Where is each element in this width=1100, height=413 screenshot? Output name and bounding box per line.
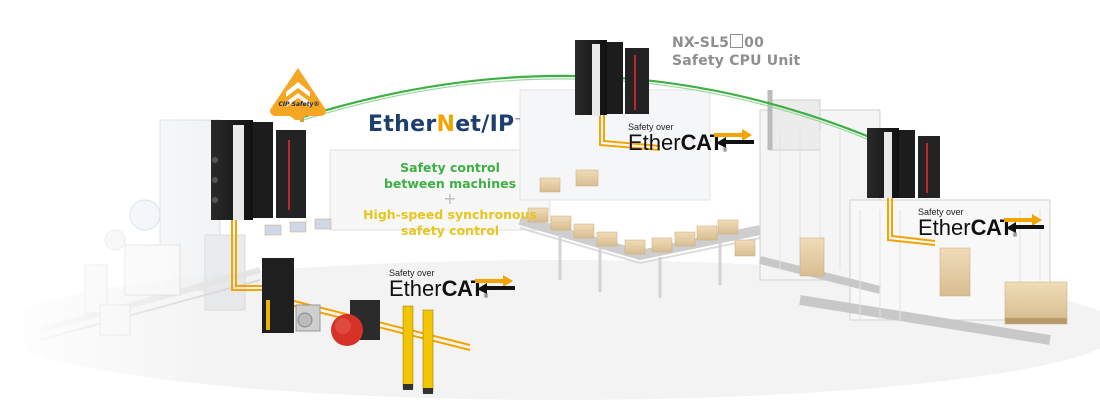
ethercat-logo: EtherCAT® bbox=[628, 129, 754, 162]
cip-safety-text: CIP Safety bbox=[278, 101, 314, 108]
placeholder-box-icon bbox=[730, 34, 744, 48]
model-prefix: NX-SL5 bbox=[672, 35, 730, 51]
ethercat-cat: CAT bbox=[680, 130, 724, 155]
cip-safety-badge-icon bbox=[270, 68, 326, 120]
ethercat-ether: Ether bbox=[918, 215, 971, 240]
safety-over-ethercat-badge-2: Safety over EtherCAT® bbox=[628, 122, 754, 162]
ethercat-prefix: Safety over bbox=[628, 122, 674, 132]
ethercat-reg: ® bbox=[1012, 233, 1018, 239]
ethercat-arrow-icon bbox=[475, 275, 515, 294]
enip-part1: Ether bbox=[368, 112, 437, 137]
enip-tm: ™ bbox=[514, 117, 521, 125]
feature-line-4: safety control bbox=[400, 223, 500, 238]
ethercat-ether: Ether bbox=[628, 130, 681, 155]
controller-left bbox=[211, 118, 306, 220]
emergency-stop bbox=[331, 300, 380, 346]
model-subtitle: Safety CPU Unit bbox=[672, 53, 801, 69]
feature-synchronous-safety: High-speed synchronous safety control bbox=[350, 207, 550, 239]
safety-over-ethercat-badge-1: Safety over EtherCAT® bbox=[389, 268, 515, 308]
ethercat-logo: EtherCAT® bbox=[389, 275, 515, 308]
servo-motor bbox=[295, 304, 321, 332]
ethercat-ether: Ether bbox=[389, 276, 442, 301]
light-curtain bbox=[402, 305, 434, 394]
ethercat-cat: CAT bbox=[441, 276, 485, 301]
ethercat-arrow-icon bbox=[714, 129, 754, 148]
controller-right bbox=[867, 128, 940, 198]
enip-part3: et/IP bbox=[455, 112, 515, 137]
model-suffix: 00 bbox=[744, 35, 765, 51]
feature-line-3: High-speed synchronous bbox=[363, 207, 537, 222]
cip-safety-label: CIP Safety® bbox=[275, 101, 323, 108]
ethercat-reg: ® bbox=[483, 294, 489, 300]
ethercat-arrow-icon bbox=[1004, 214, 1044, 233]
safety-over-ethercat-badge-3: Safety over EtherCAT® bbox=[918, 207, 1044, 247]
ethercat-prefix: Safety over bbox=[918, 207, 964, 217]
cip-safety-reg: ® bbox=[313, 101, 320, 108]
feature-safety-between-machines: Safety control between machines bbox=[360, 160, 540, 192]
feature-line-2: between machines bbox=[383, 176, 517, 191]
enip-part2: N bbox=[436, 112, 456, 137]
plus-icon: + bbox=[443, 189, 457, 208]
ethercat-logo: EtherCAT® bbox=[918, 214, 1044, 247]
ethercat-cat: CAT bbox=[970, 215, 1014, 240]
model-name: NX-SL5 00 bbox=[672, 34, 800, 52]
ethernet-ip-logo: EtherNet/IP™ bbox=[368, 112, 521, 137]
ethercat-prefix: Safety over bbox=[389, 268, 435, 278]
feature-line-1: Safety control bbox=[400, 160, 500, 175]
model-label: NX-SL5 00 Safety CPU Unit bbox=[672, 34, 800, 70]
controller-center bbox=[575, 40, 649, 116]
ethercat-reg: ® bbox=[722, 148, 728, 154]
servo-drive bbox=[262, 258, 294, 333]
